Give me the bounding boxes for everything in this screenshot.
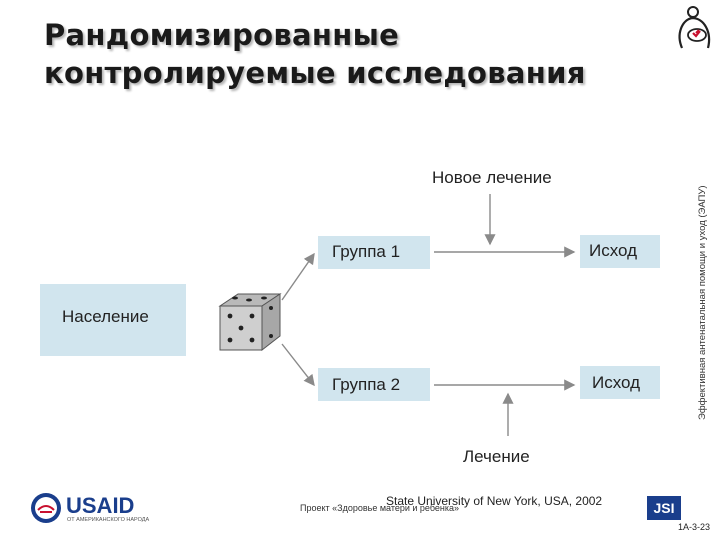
outcome2-label: Исход <box>592 373 641 392</box>
title-line-2: контролируемые исследования <box>44 56 586 90</box>
usaid-logo-text: USAID <box>66 493 135 518</box>
usaid-subtitle: ОТ АМЕРИКАНСКОГО НАРОДА <box>67 517 150 523</box>
usaid-seal-icon <box>31 493 61 523</box>
arrow-to-group2 <box>281 343 315 387</box>
arrow-to-group1 <box>281 252 315 301</box>
outcome1-box: Исход <box>580 235 660 268</box>
mother-child-logo-icon <box>678 6 711 49</box>
university-credit: State University of New York, USA, 2002 <box>386 494 603 508</box>
project-name: Проект «Здоровье матери и ребенка» <box>300 503 459 513</box>
population-label: Население <box>62 307 149 326</box>
title-line-1: Рандомизированные <box>44 18 400 52</box>
group2-label: Группа 2 <box>332 375 401 394</box>
treatment-label: Лечение <box>463 447 530 466</box>
jsi-logo: JSI <box>647 496 681 520</box>
outcome1-label: Исход <box>589 241 638 260</box>
group1-box: Группа 1 <box>318 236 430 269</box>
outcome2-box: Исход <box>580 366 660 399</box>
group2-box: Группа 2 <box>318 368 430 401</box>
slide-title: Рандомизированные контролируемые исследо… <box>44 16 664 92</box>
group1-label: Группа 1 <box>332 242 401 261</box>
population-box: Население <box>40 284 186 356</box>
new-treatment-label: Новое лечение <box>432 168 552 187</box>
dice-icon <box>218 293 282 352</box>
page-number: 1A-3-23 <box>678 522 711 532</box>
